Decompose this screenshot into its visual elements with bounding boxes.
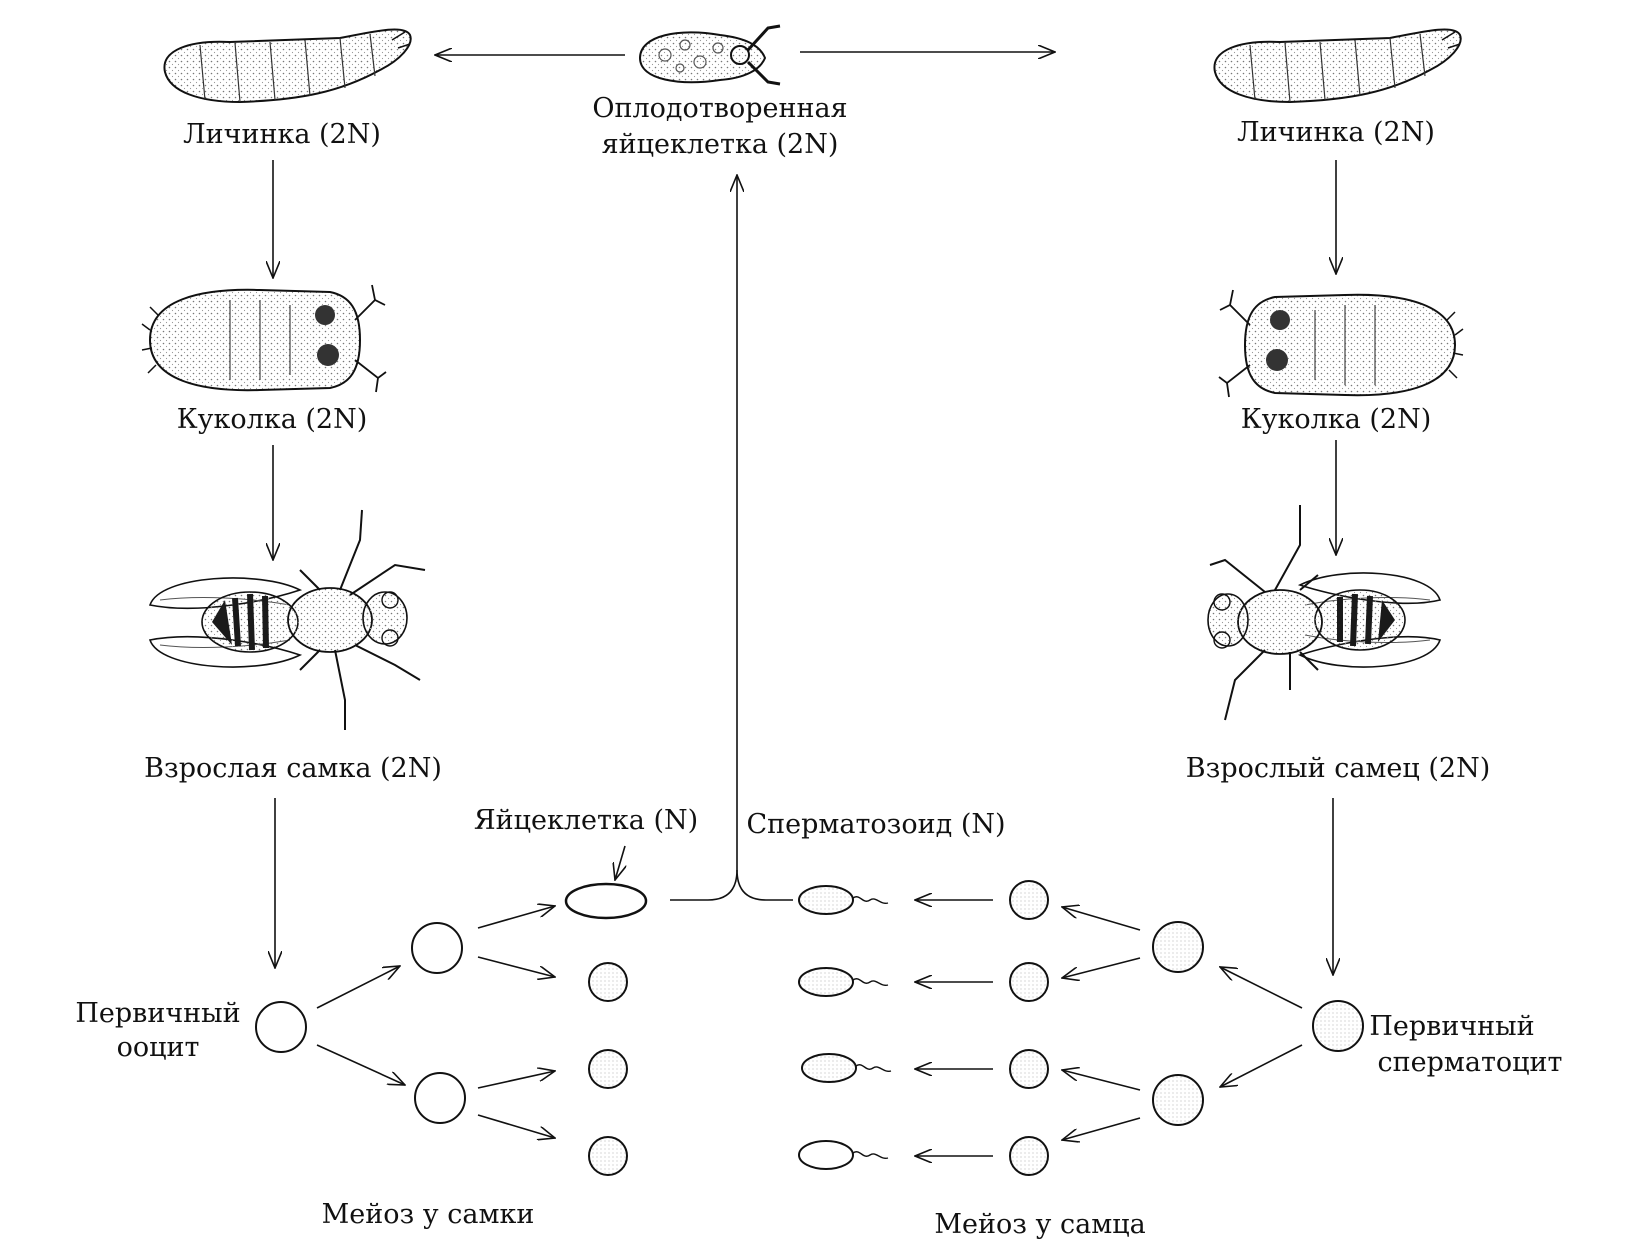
polar-body-1 [588,962,628,1002]
arrow-oocyte-to-secondary-top [316,966,400,1009]
sperm-cell-3 [801,1053,892,1083]
sperm-cell-1 [798,885,889,915]
label-meiosis-female: Мейоз у самки [321,1199,535,1230]
larva-right-icon [1213,28,1462,104]
egg-cell [564,882,648,920]
sperm-cell-4 [798,1140,889,1170]
polar-body-3 [588,1136,628,1176]
label-pupa-right: Куколка (2N) [1240,404,1432,435]
fertilization-connector [670,175,737,901]
label-adult-male: Взрослый самец (2N) [1185,753,1491,784]
pupa-right-icon [1218,289,1464,398]
adult-female-fly-icon [148,509,426,730]
secondary-oocyte-bottom [414,1072,466,1124]
label-pupa-left: Куколка (2N) [176,404,368,435]
label-adult-female: Взрослая самка (2N) [144,753,442,784]
polar-body-2 [588,1049,628,1089]
secondary-oocyte-top [411,922,463,974]
primary-spermatocyte-cell [1312,1000,1364,1052]
arrow-spermatocyte-to-secondary-top [1220,967,1303,1009]
spermatid-2 [1009,962,1049,1002]
pupa-left-icon [141,284,387,393]
label-primary-oocyte-line1: Первичный [75,998,241,1029]
label-primary-oocyte-line2: ооцит [116,1032,200,1063]
arrow-label-to-egg-cell [615,845,625,880]
larva-left-icon [163,28,412,104]
label-sperm: Сперматозоид (N) [746,809,1006,840]
sperm-cell-2 [798,967,889,997]
label-fertilized-egg-line2: яйцеклетка (2N) [601,129,839,160]
arrow-to-polar-body-2 [477,1071,555,1089]
label-larva-left: Личинка (2N) [183,119,381,150]
label-primary-spermatocyte-line1: Первичный [1369,1011,1535,1042]
arrow-to-polar-body-3 [477,1114,555,1138]
label-larva-right: Личинка (2N) [1237,117,1435,148]
adult-male-fly-icon [1207,505,1442,721]
arrow-to-spermatid-3 [1062,1070,1141,1091]
fertilized-egg-icon [638,24,781,86]
arrow-to-spermatid-4 [1062,1117,1141,1140]
secondary-spermatocyte-bottom [1152,1074,1204,1126]
secondary-spermatocyte-top [1152,921,1204,973]
label-egg-cell: Яйцеклетка (N) [473,805,699,836]
primary-oocyte-cell [255,1001,307,1053]
label-fertilized-egg-line1: Оплодотворенная [592,93,848,124]
arrow-to-spermatid-1 [1062,907,1141,931]
spermatid-4 [1009,1136,1049,1176]
arrow-oocyte-to-secondary-bottom [316,1044,405,1085]
arrow-to-spermatid-2 [1062,957,1141,978]
spermatid-3 [1009,1049,1049,1089]
arrow-to-egg-cell [477,906,555,929]
spermatid-1 [1009,880,1049,920]
arrow-spermatocyte-to-secondary-bottom [1220,1044,1303,1087]
label-meiosis-male: Мейоз у самца [934,1209,1146,1240]
arrow-to-polar-body-1 [477,956,555,977]
fertilization-connector-right [736,869,793,901]
label-primary-spermatocyte-line2: сперматоцит [1377,1047,1563,1078]
